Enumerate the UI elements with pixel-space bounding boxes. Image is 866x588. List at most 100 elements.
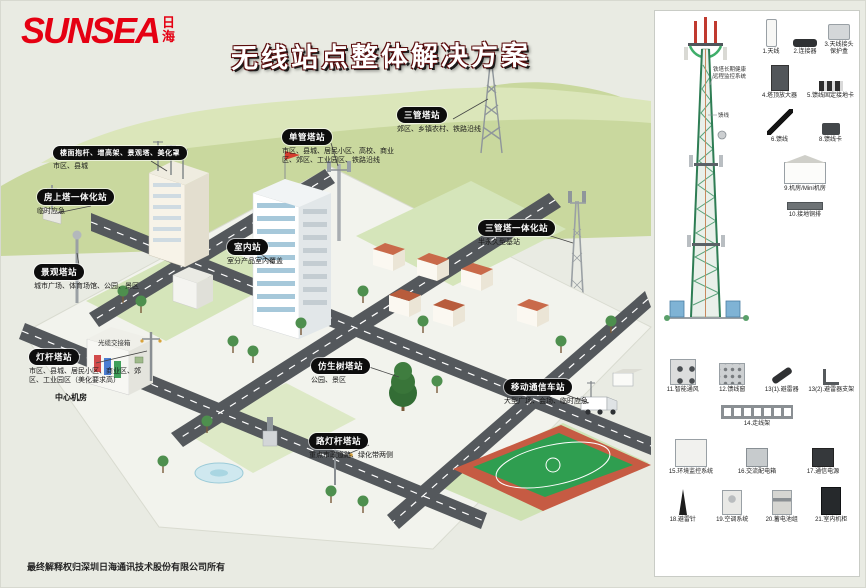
tower-monitor-note: 铁塔长期健康远程监控系统 bbox=[713, 67, 747, 80]
equipment-label: 17.通信电源 bbox=[806, 468, 840, 475]
equipment-label: 12.馈线窗 bbox=[719, 387, 746, 393]
callout-bionic-tree-tower: 仿生树塔站 公园、景区 bbox=[311, 356, 371, 385]
equipment-item: 14.走线架 bbox=[658, 404, 856, 428]
equipment-label: 6.馈线 bbox=[770, 136, 788, 143]
callout-triple-tube-tower: 三管塔站 郊区、乡镇农村、铁路沿线 bbox=[397, 105, 481, 134]
feeder-window-icon bbox=[719, 363, 746, 385]
callout-roof-integrated-station: 房上塔一体化站 临时应急 bbox=[37, 187, 115, 216]
ground-busbar-icon bbox=[787, 201, 823, 210]
equipment-item: 18.避雷针 bbox=[658, 488, 708, 524]
callout-title: 室内站 bbox=[227, 239, 269, 255]
rooftop-building bbox=[148, 141, 209, 268]
monument bbox=[262, 417, 278, 447]
cable-ladder-icon bbox=[721, 404, 793, 419]
equipment-label: 16.交流配电箱 bbox=[737, 468, 777, 475]
connector-protect-box-icon bbox=[828, 24, 850, 41]
equipment-item: 3.天线接头保护盒 bbox=[822, 24, 856, 56]
equipment-item: 17.通信电源 bbox=[790, 447, 856, 476]
callout-title: 仿生树塔站 bbox=[311, 358, 371, 374]
callout-title: 移动通信车站 bbox=[504, 379, 573, 395]
central-room-building bbox=[86, 327, 153, 396]
equipment-item: 11.智能通风 bbox=[658, 359, 708, 394]
roadside-shelter bbox=[612, 369, 643, 387]
fiber-box-label: 光缆交接箱 bbox=[98, 340, 131, 347]
equipment-label: 3.天线接头保护盒 bbox=[824, 42, 854, 55]
callout-sub: 临时应急 bbox=[37, 208, 65, 215]
equipment-grid: 11.智能通风 12.馈线窗 13(1).避雷器 13(2).避雷器支架 bbox=[658, 353, 856, 524]
callout-mobile-vehicle-station: 移动通信车站 大型广场、会场、临时应急 bbox=[504, 377, 588, 406]
callout-monopole-tower: 单管塔站 市区、县城、居民小区、高校、商业区、郊区、工业园区、铁路沿线 bbox=[282, 127, 402, 166]
callout-sub: 郊区、乡镇农村、铁路沿线 bbox=[397, 126, 481, 133]
monopole-tower bbox=[327, 161, 351, 241]
equipment-item: 2.连接器 bbox=[788, 39, 822, 56]
callout-title: 三管塔站 bbox=[397, 107, 448, 123]
logo: SUNSEA 日海 bbox=[21, 13, 176, 49]
ac-distribution-box-icon bbox=[746, 447, 768, 467]
callout-sub: 半永久型基站 bbox=[478, 239, 520, 246]
houses bbox=[373, 243, 549, 327]
callout-title: 楼面抱杆、增高架、景观塔、美化罩 bbox=[53, 146, 187, 160]
equipment-item: 21.室内机柜 bbox=[807, 486, 857, 524]
feeder-ground-clip-icon bbox=[818, 80, 843, 91]
arrester-icon bbox=[770, 366, 793, 385]
equipment-item: 19.空调系统 bbox=[708, 489, 758, 524]
callout-title: 房上塔一体化站 bbox=[37, 189, 115, 205]
equipment-item: 12.馈线窗 bbox=[708, 363, 758, 394]
equipment-label: 13(2).避雷器支架 bbox=[808, 387, 855, 393]
equipment-label: 8.馈线卡 bbox=[818, 136, 842, 143]
connector-icon bbox=[793, 39, 817, 47]
equipment-label: 19.空调系统 bbox=[716, 516, 749, 523]
lamp-pole-tower bbox=[140, 332, 162, 381]
callout-integrated-triple-tube: 三管塔一体化站 半永久型基站 bbox=[478, 218, 556, 247]
product-panel: 铁塔长期健康远程监控系统 馈线 1.天线 2.连接器 3.天线接头保护盒 bbox=[654, 10, 860, 577]
callout-roof-pole: 楼面抱杆、增高架、景观塔、美化罩 市区、县城 bbox=[53, 142, 187, 171]
callout-sub: 公园、景区 bbox=[311, 377, 346, 384]
equipment-label: 13(1).避雷器 bbox=[764, 387, 799, 393]
callout-sub: 市区、县城 bbox=[53, 163, 88, 170]
equipment-label: 9.机房/Mini机房 bbox=[784, 185, 826, 192]
sports-field bbox=[453, 425, 651, 511]
callout-street-lamp-tower: 路灯杆塔站 重点市政道路、绿化带两侧 bbox=[309, 431, 393, 460]
equipment-label: 11.智能通风 bbox=[666, 387, 699, 393]
equipment-item: 4.塔顶放大器 bbox=[754, 64, 805, 100]
equipment-item: 8.馈线卡 bbox=[805, 122, 856, 144]
equipment-column: 1.天线 2.连接器 3.天线接头保护盒 4.塔顶放大器 bbox=[754, 15, 856, 353]
equipment-item: 1.天线 bbox=[754, 19, 788, 56]
tower-amplifier-icon bbox=[770, 64, 789, 91]
fiber-box bbox=[134, 356, 144, 364]
equipment-item: 10.接地铜排 bbox=[754, 201, 856, 219]
ventilation-icon bbox=[669, 359, 696, 385]
equipment-label: 15.环境监控系统 bbox=[668, 468, 714, 475]
center-room-label: 中心机房 bbox=[55, 393, 87, 402]
trees bbox=[117, 285, 617, 513]
comm-vehicle bbox=[580, 381, 618, 415]
equipment-label: 20.蓄电池组 bbox=[765, 516, 798, 523]
air-conditioner-icon bbox=[722, 489, 743, 515]
street-lamp-tower bbox=[334, 448, 353, 485]
highrise-building bbox=[252, 151, 331, 340]
equipment-item: 20.蓄电池组 bbox=[757, 489, 807, 524]
equipment-item: 13(1).避雷器 bbox=[757, 366, 807, 394]
equipment-item: 15.环境监控系统 bbox=[658, 438, 724, 476]
equipment-label: 21.室内机柜 bbox=[815, 516, 848, 523]
feeder-cable-icon bbox=[766, 108, 793, 135]
callout-lamp-pole-tower: 灯杆塔站 市区、县城、居民小区、商业区、郊区、工业园区（美化要求高） bbox=[29, 347, 149, 386]
callout-title: 灯杆塔站 bbox=[29, 349, 80, 365]
telecom-power-icon bbox=[812, 447, 834, 467]
equipment-item: 16.交流配电箱 bbox=[724, 447, 790, 476]
copyright-note: 最终解释权归深圳日海通讯技术股份有限公司所有 bbox=[27, 562, 226, 572]
indoor-cabinet-icon bbox=[821, 486, 842, 515]
tower-feeder-note: 馈线 bbox=[718, 113, 730, 119]
callout-sub: 大型广场、会场、临时应急 bbox=[504, 398, 588, 405]
callout-sub: 市区、县城、居民小区、高校、商业区、郊区、工业园区、铁路沿线 bbox=[282, 148, 394, 165]
logo-brand-text: SUNSEA bbox=[21, 10, 161, 51]
equipment-item: 6.馈线 bbox=[754, 108, 805, 144]
battery-icon bbox=[771, 489, 792, 515]
shelter-icon bbox=[784, 154, 826, 184]
equipment-label: 5.馈线固定接地卡 bbox=[806, 92, 854, 99]
fountain bbox=[194, 462, 244, 484]
logo-chinese-text: 日海 bbox=[162, 15, 176, 45]
callout-sub: 市区、县城、居民小区、商业区、郊区、工业园区（美化要求高） bbox=[29, 368, 141, 385]
callout-title: 三管塔一体化站 bbox=[478, 220, 556, 236]
